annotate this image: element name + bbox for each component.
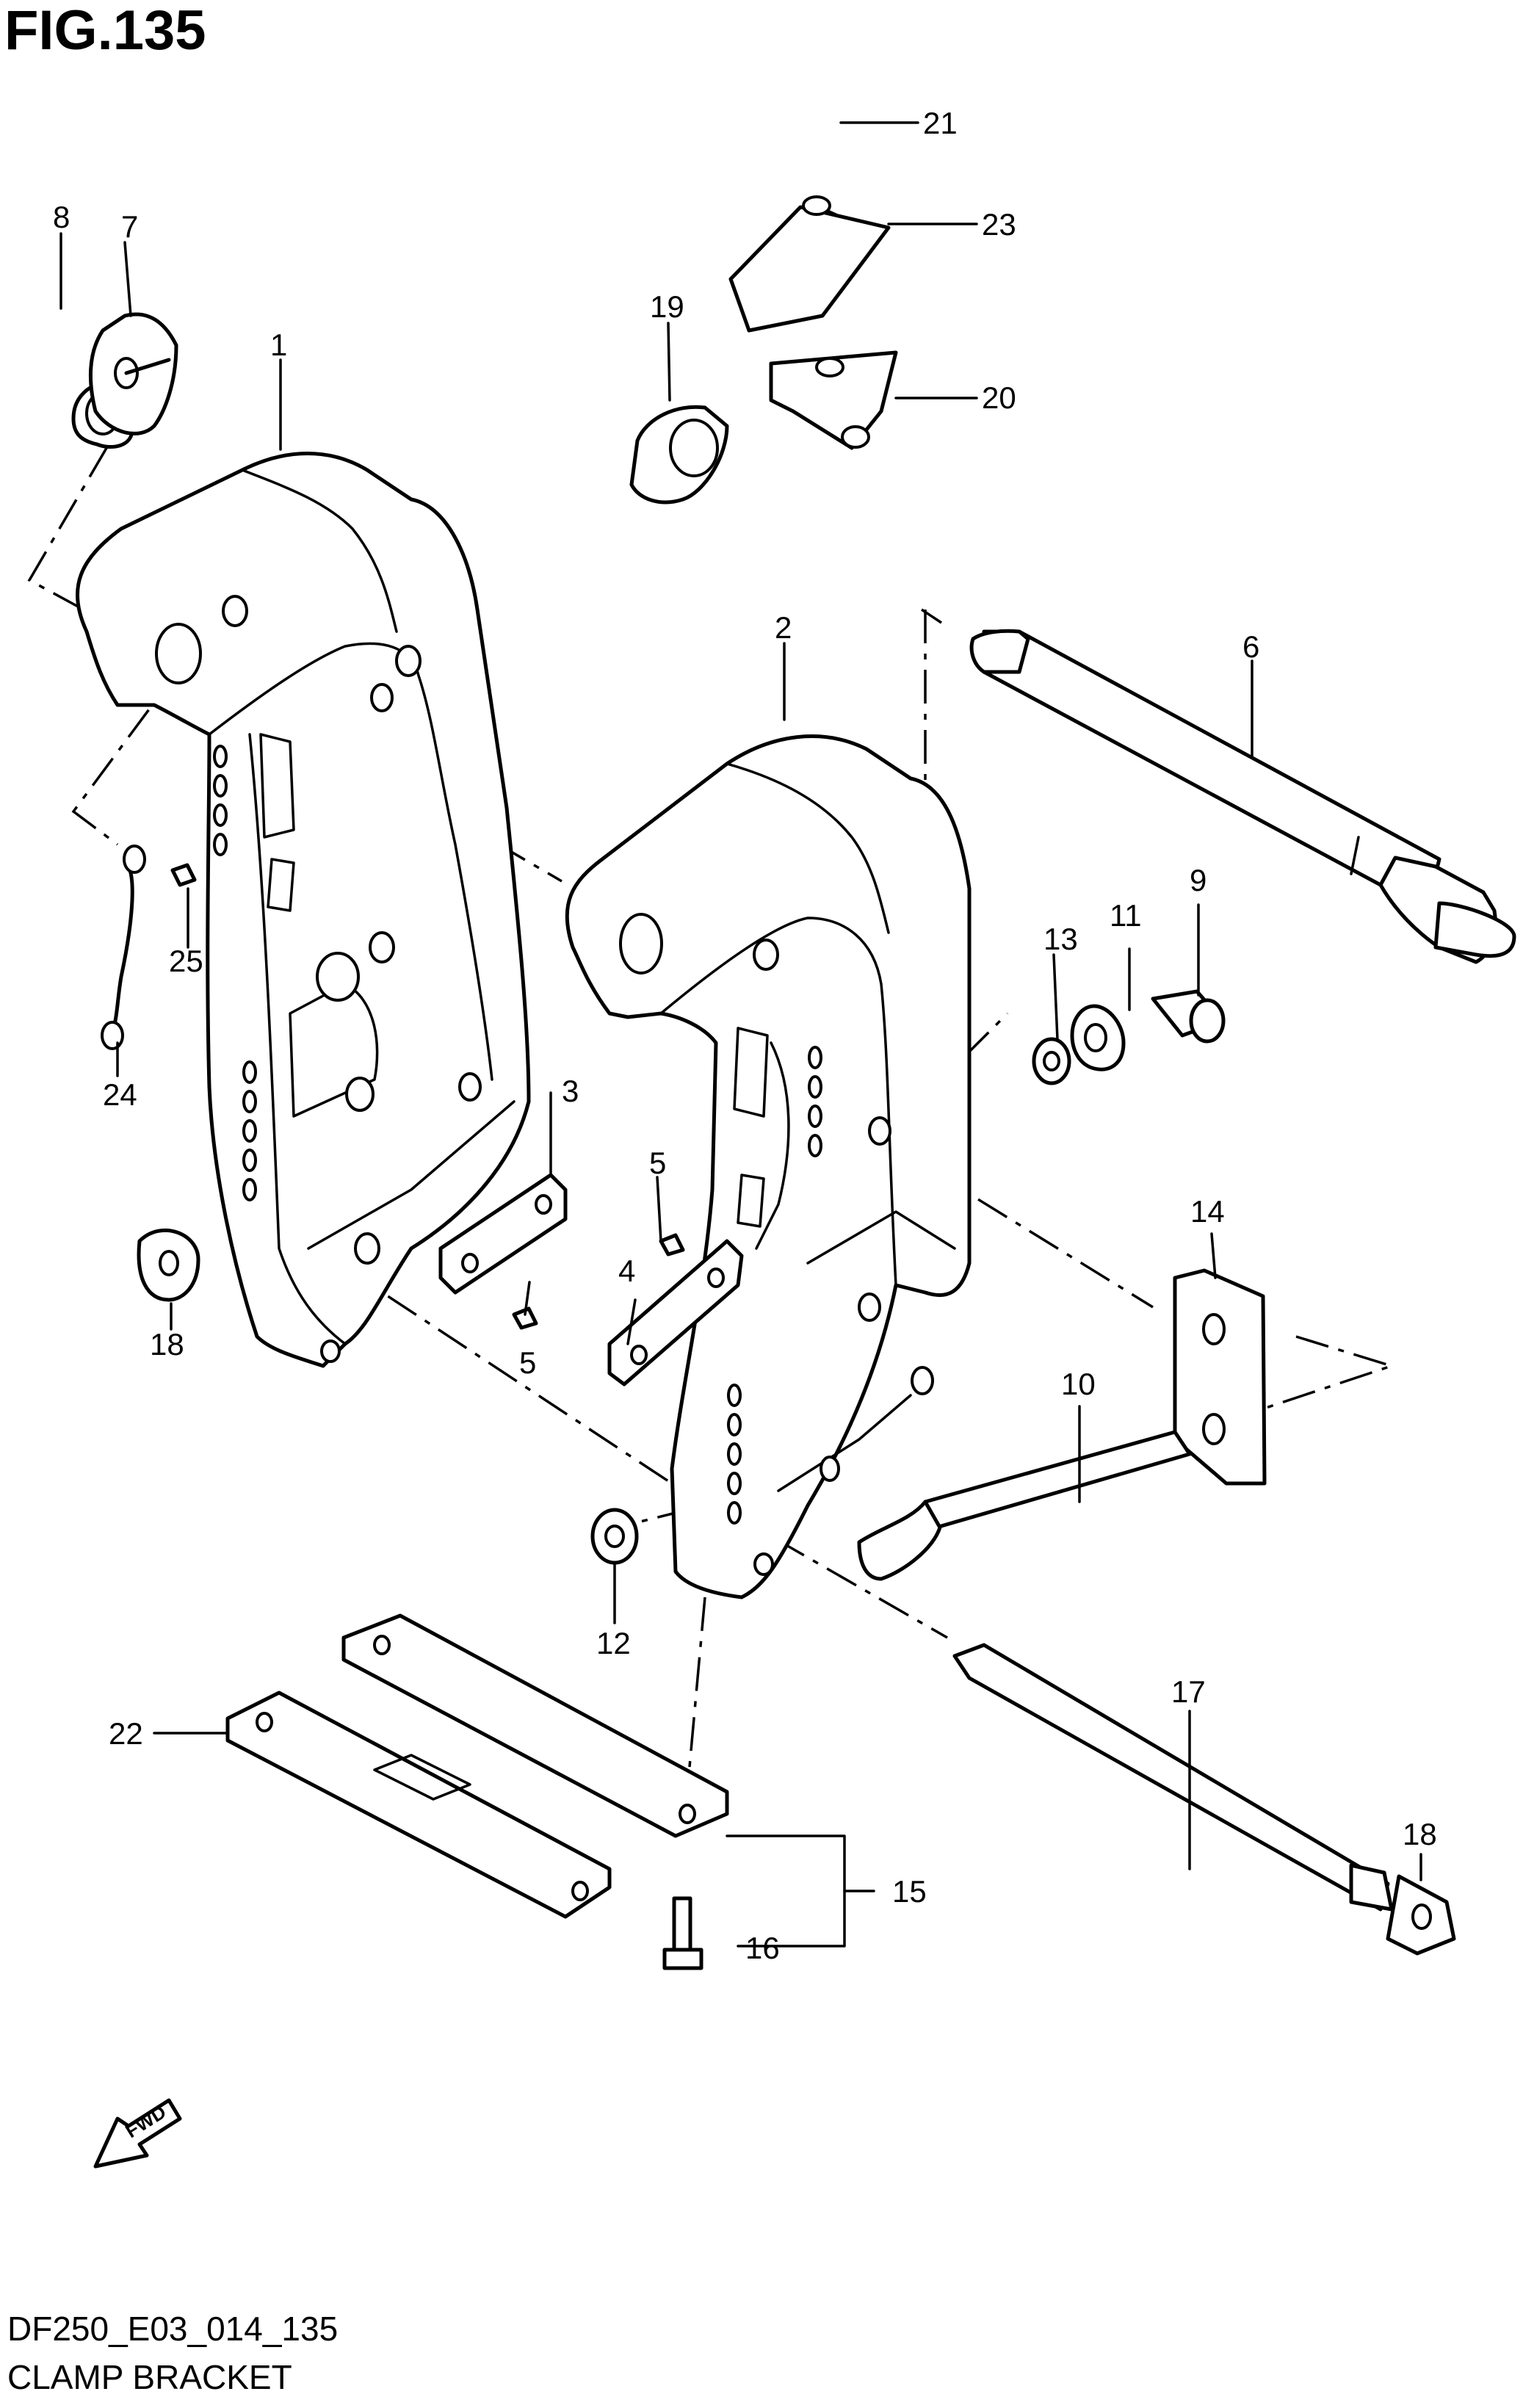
- callout-5-lower: 5: [519, 1345, 536, 1380]
- callout-14: 14: [1190, 1194, 1225, 1229]
- callout-4: 4: [618, 1254, 635, 1288]
- bushings: [1032, 989, 1226, 1085]
- tilt-tube: [969, 629, 1516, 964]
- callout-24: 24: [103, 1077, 137, 1112]
- callout-19: 19: [650, 289, 684, 324]
- upper-small-parts: [629, 195, 898, 505]
- callout-18-left: 18: [150, 1327, 184, 1362]
- callout-25: 25: [169, 944, 203, 978]
- callout-numbers: 1 2 3 4 5 5 6 7 8 9 10 11 12 13 14 15 16…: [53, 106, 1437, 1965]
- callout-11: 11: [1110, 898, 1142, 933]
- callout-8: 8: [53, 200, 70, 234]
- figure-title: FIG.135: [4, 0, 206, 62]
- clamp-bracket-left: [75, 452, 531, 1368]
- callout-21: 21: [923, 106, 958, 140]
- callout-16: 16: [745, 1931, 780, 1965]
- callout-5-upper: 5: [649, 1146, 666, 1180]
- figure-code: DF250_E03_014_135: [7, 2310, 339, 2348]
- leader-lines: [59, 121, 1422, 1948]
- bottom-pads: [225, 1613, 729, 1970]
- callout-17: 17: [1171, 1674, 1206, 1709]
- long-bolt: [857, 1430, 1192, 1581]
- tilt-plate: [1173, 1268, 1267, 1486]
- callout-6: 6: [1242, 629, 1259, 664]
- callout-2: 2: [775, 610, 792, 645]
- callout-10: 10: [1061, 1367, 1096, 1401]
- small-hardware: [101, 845, 685, 1565]
- tilt-pin: [952, 1643, 1456, 1956]
- callout-3: 3: [562, 1074, 579, 1108]
- callout-22: 22: [109, 1716, 143, 1751]
- callout-1: 1: [270, 328, 287, 362]
- callout-13: 13: [1043, 922, 1078, 956]
- forward-arrow-icon: FWD: [93, 2098, 182, 2169]
- plate-and-nut: [71, 312, 178, 449]
- callout-20: 20: [982, 380, 1016, 415]
- callout-9: 9: [1190, 863, 1207, 897]
- clamp-bracket-right: [565, 734, 972, 1599]
- figure-caption: CLAMP BRACKET: [7, 2358, 292, 2396]
- callout-15: 15: [892, 1874, 927, 1909]
- callout-7: 7: [121, 209, 138, 244]
- callout-18-right: 18: [1403, 1817, 1437, 1851]
- callout-12: 12: [596, 1626, 631, 1660]
- shims: [438, 1173, 744, 1386]
- callout-23: 23: [982, 207, 1016, 242]
